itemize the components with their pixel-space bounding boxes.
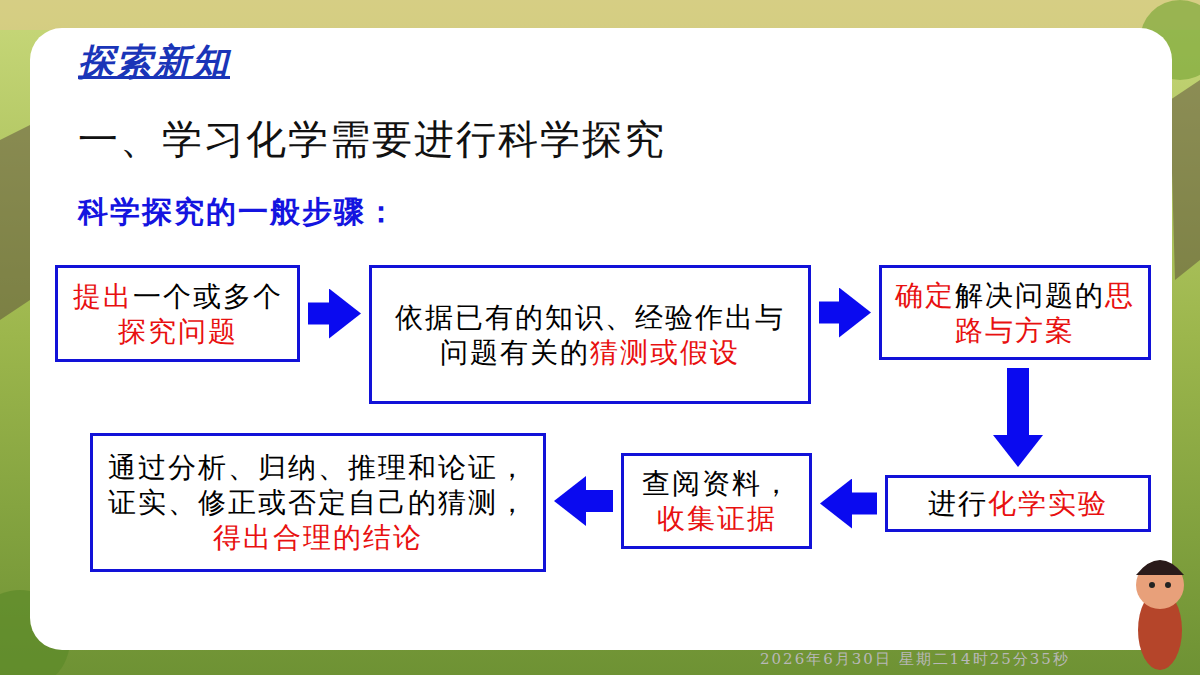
slide-heading: 一、学习化学需要进行科学探究: [78, 112, 666, 167]
process-box: 进行化学实验: [885, 475, 1151, 532]
block-arrow: [852, 493, 877, 515]
block-arrow: [819, 302, 839, 324]
block-arrow: [586, 490, 613, 512]
character-hair: [1136, 560, 1184, 575]
white-panel: [30, 28, 1172, 650]
right-branch: [1170, 80, 1200, 280]
cartoon-character: [1136, 560, 1184, 670]
top-band: [0, 0, 1200, 30]
step-text: 提出一个或多个探究问题: [70, 279, 285, 349]
step-text: 通过分析、归纳、推理和论证，证实、修正或否定自己的猜测，得出合理的结论: [105, 450, 531, 555]
timestamp-watermark: 2026年6月30日 星期二14时25分35秒: [760, 650, 1070, 669]
process-box: 依据已有的知识、经验作出与问题有关的猜测或假设: [369, 265, 811, 404]
step-text: 进行化学实验: [928, 486, 1108, 521]
character-head: [1136, 561, 1184, 609]
sub-heading: 科学探究的一般步骤：: [78, 192, 398, 233]
block-arrow: [1007, 368, 1029, 435]
block-arrow: [308, 303, 329, 325]
character-eye: [1165, 582, 1171, 588]
process-box: 确定解决问题的思路与方案: [879, 265, 1151, 360]
character-eye: [1149, 582, 1155, 588]
step-text: 查阅资料，收集证据: [636, 466, 797, 536]
step-text: 依据已有的知识、经验作出与问题有关的猜测或假设: [384, 300, 796, 370]
section-tag: 探索新知: [78, 38, 230, 87]
process-box: 查阅资料，收集证据: [621, 453, 812, 549]
step-text: 确定解决问题的思路与方案: [894, 278, 1136, 348]
process-box: 通过分析、归纳、推理和论证，证实、修正或否定自己的猜测，得出合理的结论: [90, 433, 546, 572]
process-box: 提出一个或多个探究问题: [55, 265, 300, 362]
